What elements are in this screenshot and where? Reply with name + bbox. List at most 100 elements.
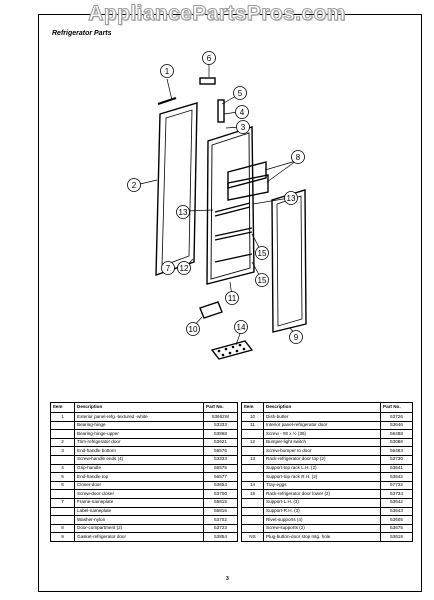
table-header-row: Item Description Part No. bbox=[241, 402, 413, 413]
rack-top-2 bbox=[214, 206, 251, 217]
cell-description: Rivet-supports (4) bbox=[263, 515, 381, 525]
cell-part-no: 53643 bbox=[380, 506, 413, 517]
cell-description: Plug-button-door stop mtg. hole bbox=[263, 532, 381, 542]
cell-item bbox=[241, 446, 264, 456]
watermark: AppliancePartsPros.com bbox=[88, 2, 346, 26]
cell-part-no: 57732 bbox=[380, 480, 413, 491]
callout-9: 9 bbox=[294, 333, 299, 342]
cell-item bbox=[241, 506, 264, 517]
cell-part-no: 53605 bbox=[380, 515, 413, 525]
callout-10: 10 bbox=[189, 325, 198, 334]
cell-description: End-handle bottom bbox=[74, 446, 204, 456]
cell-description: Rack-refrigerator door top (2) bbox=[263, 454, 381, 465]
cell-description: Trim-refrigerator door bbox=[74, 437, 204, 448]
cell-item bbox=[50, 420, 75, 431]
cell-part-no: 53333 bbox=[203, 420, 238, 431]
cell-part-no: 56483 bbox=[380, 446, 413, 456]
cell-part-no: 53730 bbox=[380, 454, 413, 465]
table-row: Rivet-supports (4)53605 bbox=[241, 515, 413, 525]
callout-1: 7 bbox=[166, 264, 171, 273]
callout-13: 13 bbox=[179, 208, 188, 217]
door-closer bbox=[199, 77, 216, 85]
header-part-no: Part No. bbox=[203, 402, 238, 413]
cell-part-no: 53646 bbox=[380, 420, 413, 431]
table-row: Screw - #8 x ½ (36)56488 bbox=[241, 429, 413, 439]
exterior-panel bbox=[155, 102, 198, 276]
cell-description: Support-R.H. (3) bbox=[263, 506, 381, 517]
cell-part-no: 53723 bbox=[203, 523, 238, 534]
table-row: Screw-handle ends (4)53333 bbox=[50, 454, 238, 465]
callout-15: 15 bbox=[258, 249, 267, 258]
cell-part-no: 53621 bbox=[203, 437, 238, 448]
cell-part-no: 56575 bbox=[203, 463, 238, 474]
cell-item: 1 bbox=[50, 412, 75, 422]
cell-item bbox=[50, 429, 75, 439]
callout-12: 12 bbox=[180, 264, 189, 273]
table-row: Support-top rack L.H. (2)53641 bbox=[241, 463, 413, 474]
cell-part-no: 53702 bbox=[203, 515, 238, 525]
cell-part-no: 53333 bbox=[203, 454, 238, 465]
cell-item: 15 bbox=[241, 489, 264, 499]
cell-item bbox=[50, 489, 75, 499]
cell-item: 3 bbox=[50, 446, 75, 456]
page-number: 3 bbox=[226, 576, 229, 582]
rack-top-1 bbox=[214, 202, 251, 213]
callout-5: 5 bbox=[238, 89, 243, 98]
table-row: Screw-supports (2)53675 bbox=[241, 523, 413, 534]
cell-item bbox=[50, 454, 75, 465]
table-row: Support-L.H. (3)53642 bbox=[241, 497, 413, 508]
cell-part-no: 56577 bbox=[203, 472, 238, 482]
cell-item: 2 bbox=[50, 437, 75, 448]
header-description: Description bbox=[74, 402, 204, 413]
cell-description: Closer-door bbox=[74, 480, 204, 491]
cell-item bbox=[241, 523, 264, 534]
header-item: Item bbox=[241, 402, 264, 413]
callout-6: 6 bbox=[207, 54, 212, 63]
cell-description: Frame-nameplate bbox=[74, 497, 204, 508]
cell-description: Door-compartment (2) bbox=[74, 523, 204, 534]
cell-part-no: 53654 bbox=[203, 480, 238, 491]
rack-low-2 bbox=[214, 231, 253, 241]
cell-description: Support-L.H. (3) bbox=[263, 497, 381, 508]
interior-panel-rim bbox=[210, 132, 251, 280]
cell-part-no: 56576 bbox=[203, 446, 238, 456]
header-item: Item bbox=[50, 402, 75, 413]
cell-part-no: 56488 bbox=[380, 429, 413, 439]
compartment-upper bbox=[227, 161, 267, 189]
cell-item bbox=[50, 515, 75, 525]
cell-description: Interior panel-refrigerator door bbox=[263, 420, 381, 431]
cell-description: Gasket-refrigerator door bbox=[74, 532, 204, 542]
cell-item: 14 bbox=[241, 480, 264, 491]
cell-description: Label-nameplate bbox=[74, 506, 204, 517]
cell-description: Screw-door closer bbox=[74, 489, 204, 499]
cell-description: Screw-handle ends (4) bbox=[74, 454, 204, 465]
cell-item: 7 bbox=[50, 497, 75, 508]
cell-part-no: 53675 bbox=[380, 523, 413, 534]
cell-part-no: 55815 bbox=[203, 497, 238, 508]
cell-item: 5 bbox=[50, 472, 75, 482]
cell-item bbox=[241, 472, 264, 482]
cell-item bbox=[241, 515, 264, 525]
header-part-no: Part No. bbox=[380, 402, 413, 413]
cell-description: Support-top rack R.H. (2) bbox=[263, 472, 381, 482]
cell-item bbox=[241, 497, 264, 508]
cell-item: 4 bbox=[50, 463, 75, 474]
cell-item bbox=[241, 429, 264, 439]
callout-8: 8 bbox=[296, 153, 301, 162]
cell-part-no: 53642 bbox=[380, 497, 413, 508]
